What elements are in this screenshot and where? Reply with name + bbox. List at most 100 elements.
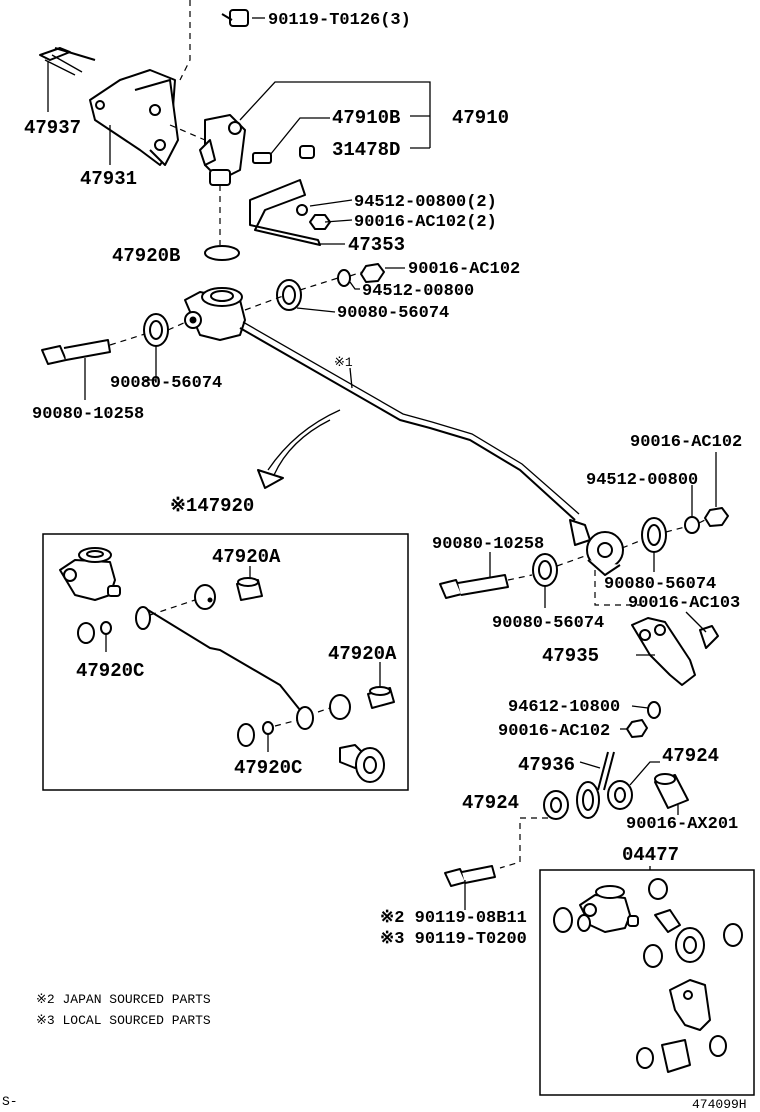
housing-part <box>184 287 246 341</box>
bushing-47920c-part <box>237 721 274 747</box>
leader-dash <box>244 295 284 311</box>
rod-outline <box>242 321 580 515</box>
leader-line <box>631 705 649 709</box>
label-47920a-2: 47920A <box>328 643 397 665</box>
leader-line <box>629 761 660 786</box>
label-90016-ax201: 90016-AX201 <box>626 815 738 834</box>
label-90016-ac102-2: 90016-AC102(2) <box>354 213 497 232</box>
label-47920c-1: 47920C <box>76 660 144 682</box>
note-local-sourced: ※3 LOCAL SOURCED PARTS <box>36 1013 211 1028</box>
label-04477: 04477 <box>622 844 679 866</box>
bracket-47931-part <box>89 69 179 166</box>
bushing-47920c-part <box>77 621 112 644</box>
label-31478d: 31478D <box>332 139 400 161</box>
leader-line <box>349 367 353 389</box>
kit-eye-part <box>675 927 705 963</box>
label-47920b: 47920B <box>112 245 180 267</box>
label-90080-56074-b: 90080-56074 <box>110 374 222 393</box>
label-47910b: 47910B <box>332 107 400 129</box>
label-47920c-2: 47920C <box>234 757 302 779</box>
leader-dash <box>507 574 533 581</box>
washer-inner <box>149 320 163 340</box>
diagram-code: 474099H <box>692 1097 747 1112</box>
valve-47910-part <box>199 114 246 186</box>
leader-dash <box>179 0 191 81</box>
label-47920-main: ※147920 <box>170 495 254 517</box>
rod-eye-part <box>296 706 314 730</box>
washer-nut-part <box>296 204 331 230</box>
arrow-part <box>267 409 341 471</box>
bolt-90080-10258-part <box>41 339 111 365</box>
label-47910: 47910 <box>452 107 509 129</box>
label-90080-56074-c: 90080-56074 <box>604 575 716 594</box>
leader-dash <box>621 519 706 549</box>
sleeve-47920a-part <box>367 686 395 709</box>
footer-left-mark: S- <box>2 1094 18 1109</box>
bracket-47935-part <box>631 617 719 686</box>
bolt-90080-10258-b-part <box>439 574 509 599</box>
washer-part <box>337 269 351 287</box>
nut-part <box>626 719 648 738</box>
label-90016-ac103: 90016-AC103 <box>628 594 740 613</box>
note-japan-sourced: ※2 JAPAN SOURCED PARTS <box>36 992 211 1007</box>
bushing-47924-part <box>607 780 633 810</box>
leader-line <box>349 281 360 290</box>
label-90080-10258-a: 90080-10258 <box>32 405 144 424</box>
kit-bushing-part <box>636 1047 654 1069</box>
housing-detail-part <box>59 547 121 601</box>
leader-line <box>309 199 353 207</box>
leader-dash <box>499 817 548 869</box>
leader-dash <box>149 599 196 616</box>
kit-washer-part <box>577 914 591 932</box>
label-90016-ac102-b: 90016-AC102 <box>630 433 742 452</box>
label-47937: 47937 <box>24 117 81 139</box>
leader-line <box>579 761 601 769</box>
label-90080-56074-d: 90080-56074 <box>492 614 604 633</box>
label-90080-56074-a: 90080-56074 <box>337 304 449 323</box>
label-47924-b: 47924 <box>662 745 719 767</box>
bolt-90119-08b11-part <box>444 865 496 887</box>
kit-sleeve-part <box>661 1039 691 1073</box>
leader-dash <box>274 719 299 727</box>
bolt-part <box>221 9 249 27</box>
label-94512-00800-2: 94512-00800(2) <box>354 193 497 212</box>
leader-line <box>269 117 330 156</box>
kit-bushing-part <box>643 944 663 968</box>
detail-box-47920 <box>42 533 409 791</box>
rod-part <box>239 327 576 521</box>
end-fitting-detail-part <box>339 744 385 783</box>
washer-inner <box>647 524 661 546</box>
nut-part <box>360 263 385 283</box>
washer-part <box>684 516 700 534</box>
leader-line <box>324 219 353 223</box>
arrow-part <box>273 419 331 476</box>
leader-dash <box>317 707 331 713</box>
label-47920a-1: 47920A <box>212 546 281 568</box>
bolt-47937-part <box>39 47 96 76</box>
rod-detail-part <box>139 607 311 721</box>
label-90080-10258-b: 90080-10258 <box>432 535 544 554</box>
kit-housing-part <box>579 885 639 933</box>
leader-dash <box>556 555 586 567</box>
link-47936-part <box>576 751 615 819</box>
kit-sleeve-part <box>654 909 681 933</box>
label-47935: 47935 <box>542 645 599 667</box>
sleeve-47920a-part <box>236 577 263 601</box>
label-94512-00800-a: 94512-00800 <box>362 282 474 301</box>
bushing-detail-part <box>329 694 351 720</box>
washer-inner <box>282 285 296 305</box>
arrow-head <box>257 469 284 489</box>
label-94612-10800: 94612-10800 <box>508 698 620 717</box>
washer-part <box>647 701 661 719</box>
label-90119-t0200: ※3 90119-T0200 <box>380 930 527 949</box>
kit-bushing-part <box>553 907 573 933</box>
label-47936: 47936 <box>518 754 575 776</box>
label-90119-08b11: ※2 90119-08B11 <box>380 909 527 928</box>
leader-line <box>296 307 336 313</box>
kit-bushing-part <box>723 923 743 947</box>
label-94512-00800-b: 94512-00800 <box>586 471 698 490</box>
label-47924-a: 47924 <box>462 792 519 814</box>
kit-bushing-part <box>648 878 668 900</box>
label-47353: 47353 <box>348 234 405 256</box>
